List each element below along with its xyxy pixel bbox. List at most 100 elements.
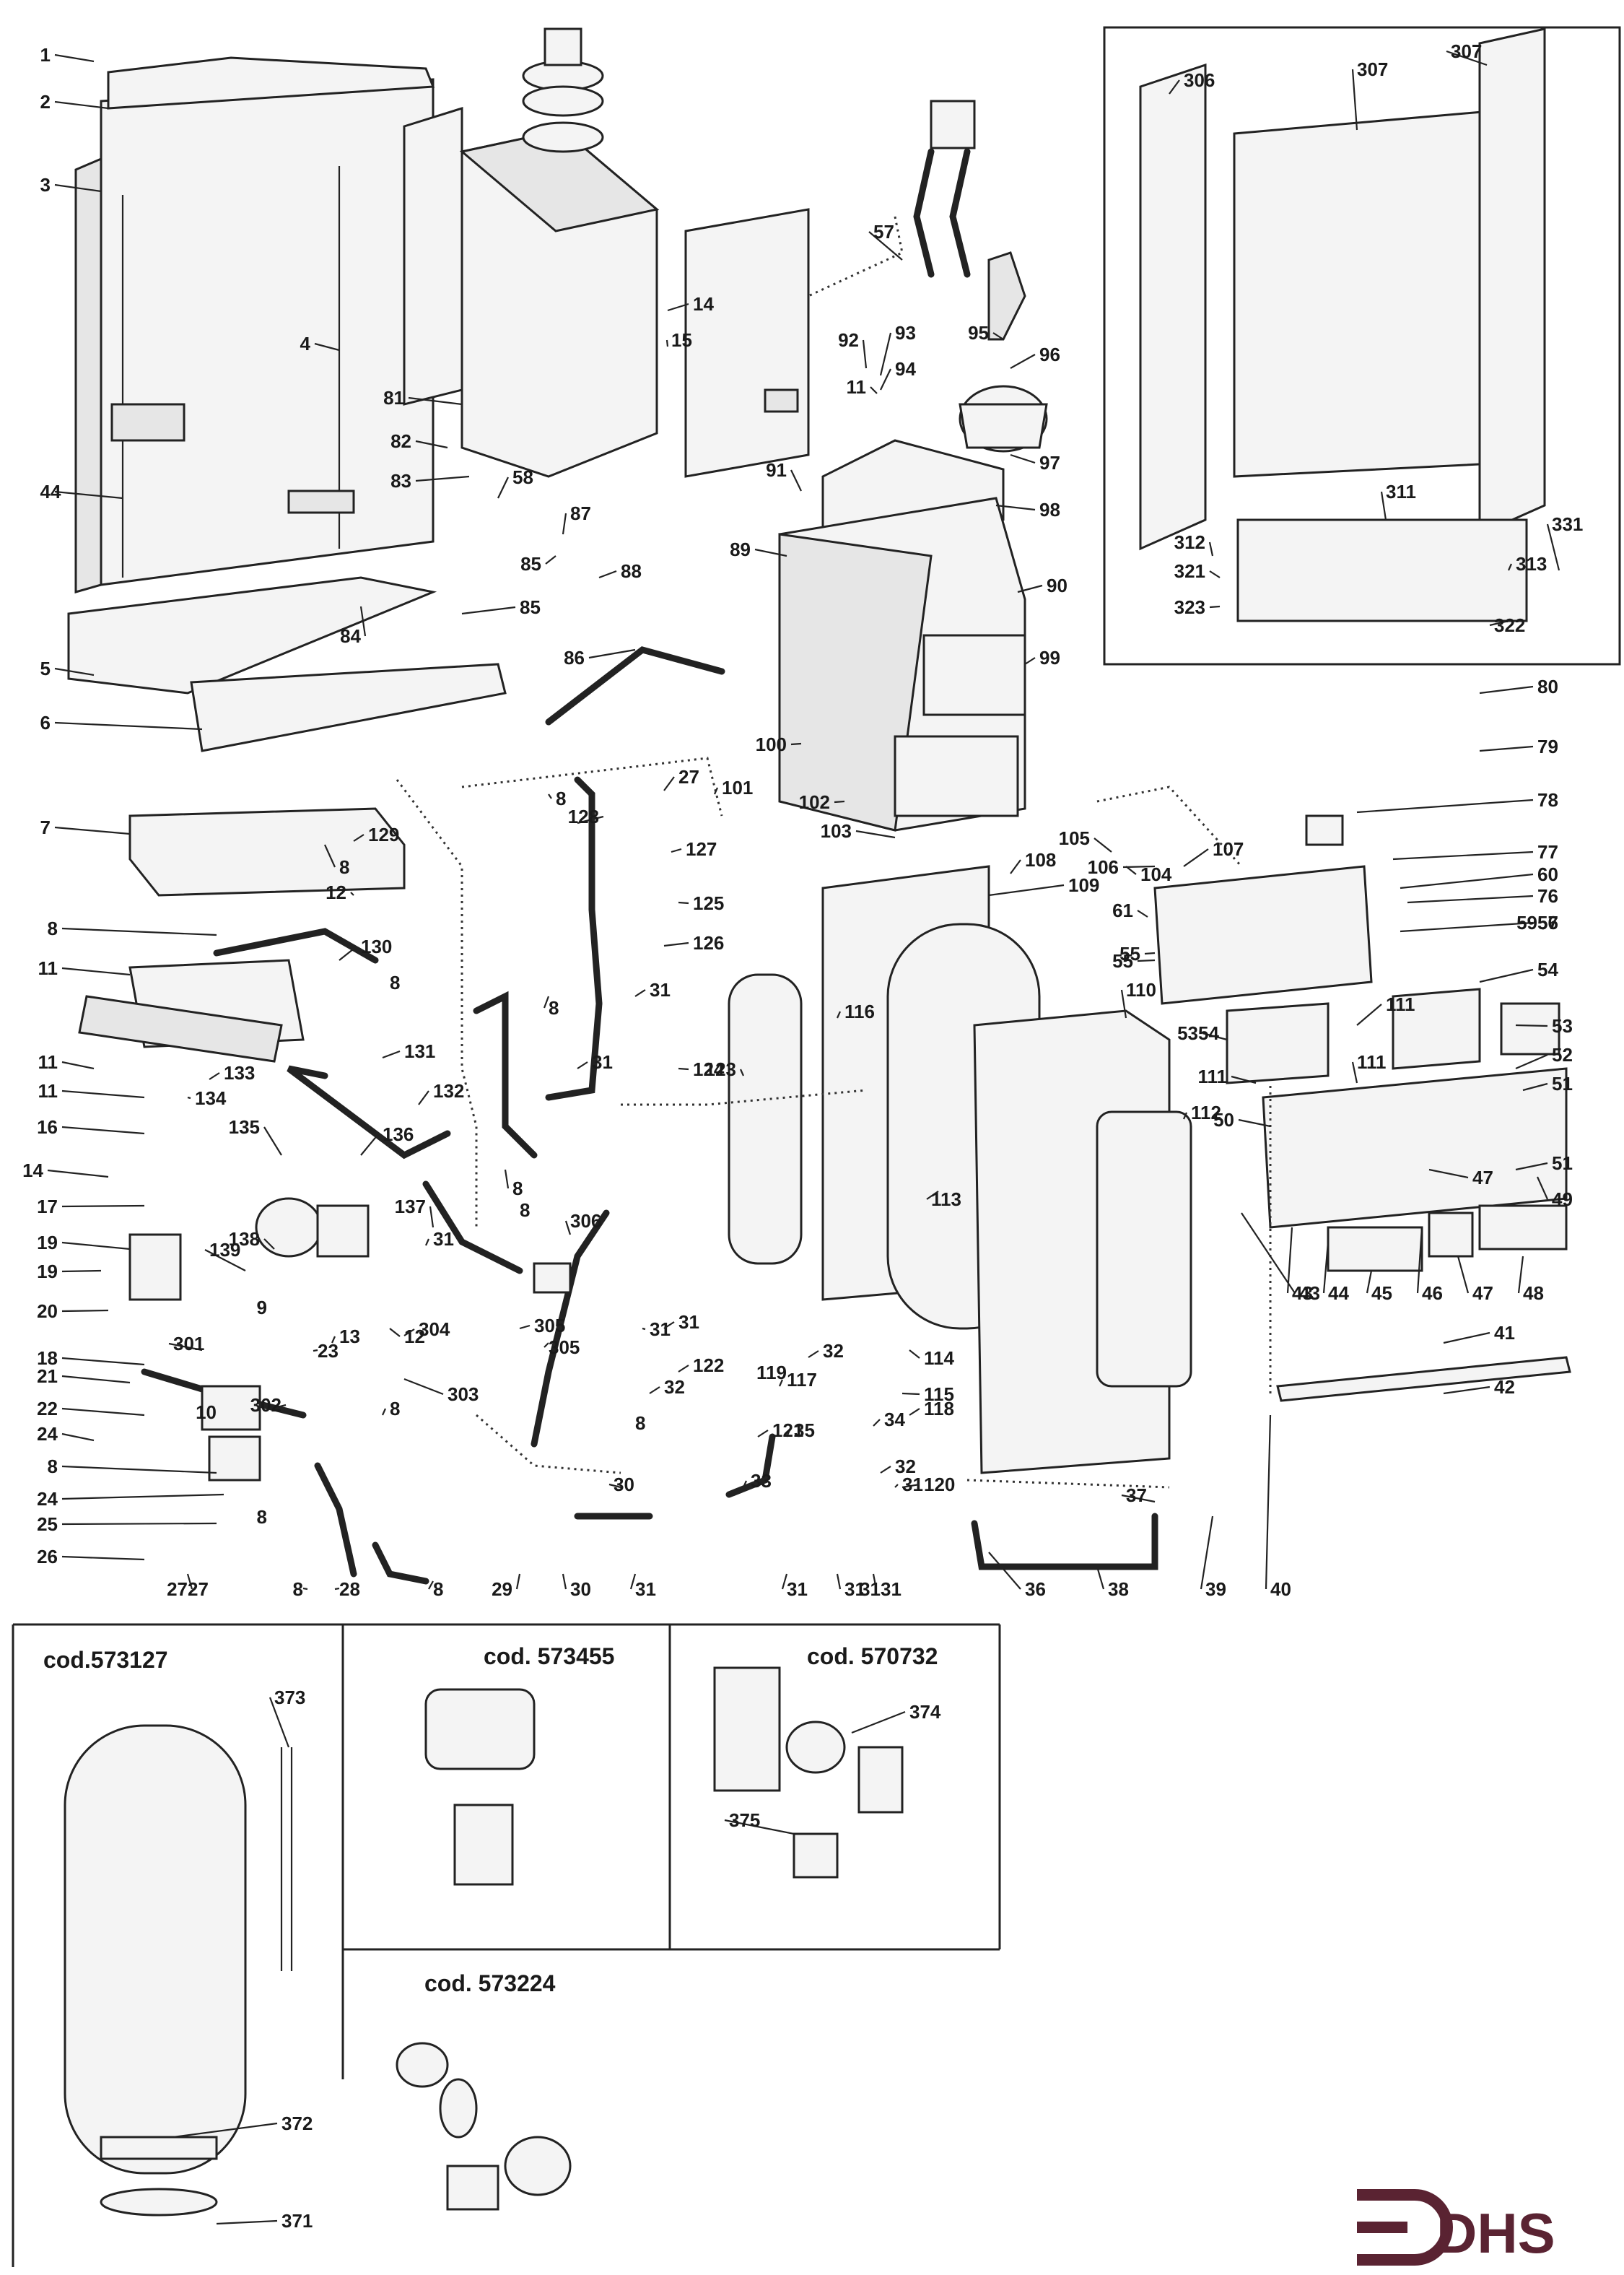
callout-label: 17 (37, 1196, 58, 1217)
callout-leader (608, 1483, 621, 1489)
callout-label: 307 (1451, 40, 1482, 62)
callout-label: 305 (534, 1315, 565, 1336)
brand-logo-text: DHS (1436, 2201, 1555, 2265)
callout-leader (742, 1480, 748, 1488)
callout-label: 117 (787, 1369, 817, 1391)
callout-leader (1010, 453, 1036, 464)
callout-label: 139 (209, 1239, 240, 1261)
sealed-chamber (778, 439, 1026, 832)
callout-leader (350, 892, 354, 896)
callout-leader (61, 1522, 217, 1526)
callout-label: 82 (390, 430, 411, 452)
callout-label: 38 (1108, 1578, 1129, 1600)
callout-leader (353, 834, 364, 842)
callout-leader (1351, 69, 1358, 131)
callout-leader (61, 1493, 224, 1500)
callout-leader (548, 793, 552, 799)
callout-label: 93 (895, 322, 916, 344)
callout-leader (314, 342, 340, 352)
callout-label: 121 (772, 1419, 803, 1441)
callout-leader (988, 884, 1065, 897)
callout-leader (1137, 959, 1156, 962)
callout-leader (992, 332, 1004, 340)
callout-label: 29 (492, 1578, 512, 1600)
callout-label: 33 (751, 1470, 772, 1492)
callout-leader (1392, 851, 1534, 861)
callout-leader (902, 1392, 920, 1396)
callout-leader (562, 513, 567, 535)
callout-leader (855, 830, 896, 839)
callout-label: 54 (1198, 1022, 1219, 1044)
callout-leader (836, 1011, 842, 1019)
callout-label: 41 (1494, 1322, 1515, 1344)
callout-leader (429, 1206, 435, 1228)
callout-label: 32 (664, 1376, 685, 1398)
callout-label: 14 (693, 293, 714, 315)
callout-leader (331, 1336, 336, 1344)
callout-leader (1407, 895, 1534, 904)
cylinders (728, 865, 1192, 1474)
callout-label: 130 (361, 936, 392, 957)
callout-leader (359, 606, 367, 637)
callout-label: 304 (419, 1318, 450, 1340)
callout-label: 110 (1126, 979, 1156, 1001)
callout-label: 87 (570, 503, 591, 524)
callout-label: 111 (1197, 1066, 1227, 1087)
callout-label: 37 (1126, 1484, 1147, 1506)
callout-label: 373 (274, 1687, 305, 1708)
callout-leader (1096, 1566, 1105, 1590)
callout-label: 31 (881, 1578, 902, 1600)
callout-leader (781, 1573, 788, 1590)
callout-leader (1093, 838, 1112, 853)
callout-label: 107 (1213, 838, 1244, 860)
callout-label: 85 (520, 596, 541, 618)
callout-leader (909, 1408, 920, 1416)
callout-label: 12 (326, 882, 346, 903)
callout-leader (187, 1096, 191, 1100)
callout-label: 30 (614, 1474, 634, 1495)
callout-label: 122 (693, 1354, 724, 1376)
callout-label: 10 (196, 1401, 217, 1423)
callout-label: 123 (705, 1058, 736, 1080)
callout-label: 31 (678, 1311, 699, 1333)
callout-leader (61, 1407, 145, 1417)
callout-leader (629, 1573, 637, 1590)
callout-label: 100 (756, 734, 787, 755)
callout-label: 54 (1537, 959, 1558, 980)
callout-leader (1522, 1082, 1548, 1092)
callout-leader (504, 1169, 510, 1189)
callout-leader (1507, 563, 1513, 571)
kit-code-gas-valve: cod. 570732 (807, 1643, 938, 1669)
callout-label: 111 (1386, 993, 1415, 1015)
callout-leader (1457, 1256, 1470, 1294)
callout-leader (1231, 1075, 1257, 1084)
callout-label: 136 (383, 1123, 414, 1145)
callout-label: 115 (924, 1383, 954, 1405)
callout-label: 4 (300, 333, 311, 354)
callout-leader (649, 1386, 660, 1394)
callout-leader (868, 231, 903, 261)
callout-leader (1536, 1176, 1549, 1200)
callout-label: 39 (1205, 1578, 1226, 1600)
callout-label: 134 (195, 1087, 227, 1109)
callout-label: 12 (404, 1326, 425, 1347)
callout-leader (1489, 619, 1509, 627)
callout-label: 56 (1537, 912, 1558, 934)
kit-code-cylinder: cod.573127 (43, 1647, 168, 1673)
callout-label: 98 (1039, 499, 1060, 521)
callout-label: 59 (1516, 912, 1537, 934)
callout-label: 28 (339, 1578, 360, 1600)
callout-label: 15 (671, 329, 692, 351)
callout-label: 1 (40, 44, 51, 66)
callout-label: 101 (722, 777, 753, 799)
callout-label: 137 (395, 1196, 426, 1217)
callout-label: 8 (257, 1506, 267, 1528)
callout-leader (634, 989, 646, 997)
callout-label: 77 (1537, 841, 1558, 863)
callout-label: 306 (1184, 69, 1215, 91)
callout-label: 302 (250, 1394, 281, 1416)
callout-label: 25 (37, 1513, 58, 1535)
callout-leader (1515, 1024, 1548, 1027)
callout-label: 57 (873, 221, 894, 243)
callout-label: 30 (570, 1578, 591, 1600)
